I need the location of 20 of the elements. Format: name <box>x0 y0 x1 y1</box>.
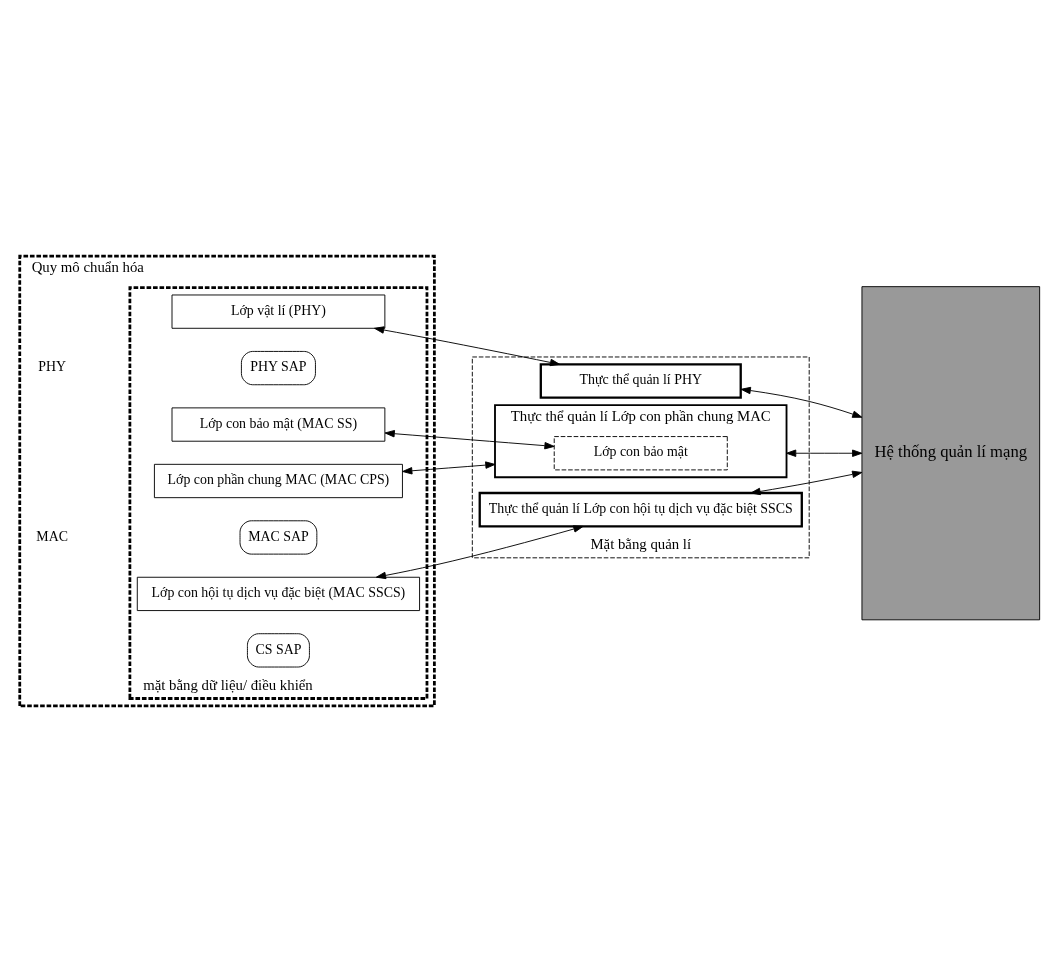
node-box: Lớp con hội tụ dịch vụ đặc biệt (MAC SSCS) <box>136 576 421 612</box>
node-box: Thực thể quản lí Lớp con hội tụ dịch vụ đặc biệt SSCS <box>478 491 803 528</box>
node-box: CS SAP <box>246 633 310 668</box>
label: MAC <box>36 528 68 544</box>
label: PHY <box>38 359 67 375</box>
node-box: PHY SAP <box>240 350 316 386</box>
arrow <box>384 430 555 450</box>
arrow <box>786 449 863 457</box>
arrow <box>374 326 561 367</box>
node-box: Hệ thống quản lí mạng <box>861 286 1041 621</box>
node-box: Lớp con bảo mật (MAC SS) <box>171 407 386 442</box>
arrow <box>375 525 584 580</box>
arrow <box>750 470 863 496</box>
arrow <box>402 461 496 475</box>
node-box: Lớp vật lí (PHY) <box>171 294 386 329</box>
node-box: Lớp con phần chung MAC (MAC CPS) <box>153 463 403 499</box>
node-box: MAC SAP <box>239 520 318 555</box>
arrow <box>740 386 863 418</box>
node-box: Lớp con bảo mật <box>553 436 728 471</box>
node-box: Thực thể quản lí PHY <box>539 363 742 399</box>
